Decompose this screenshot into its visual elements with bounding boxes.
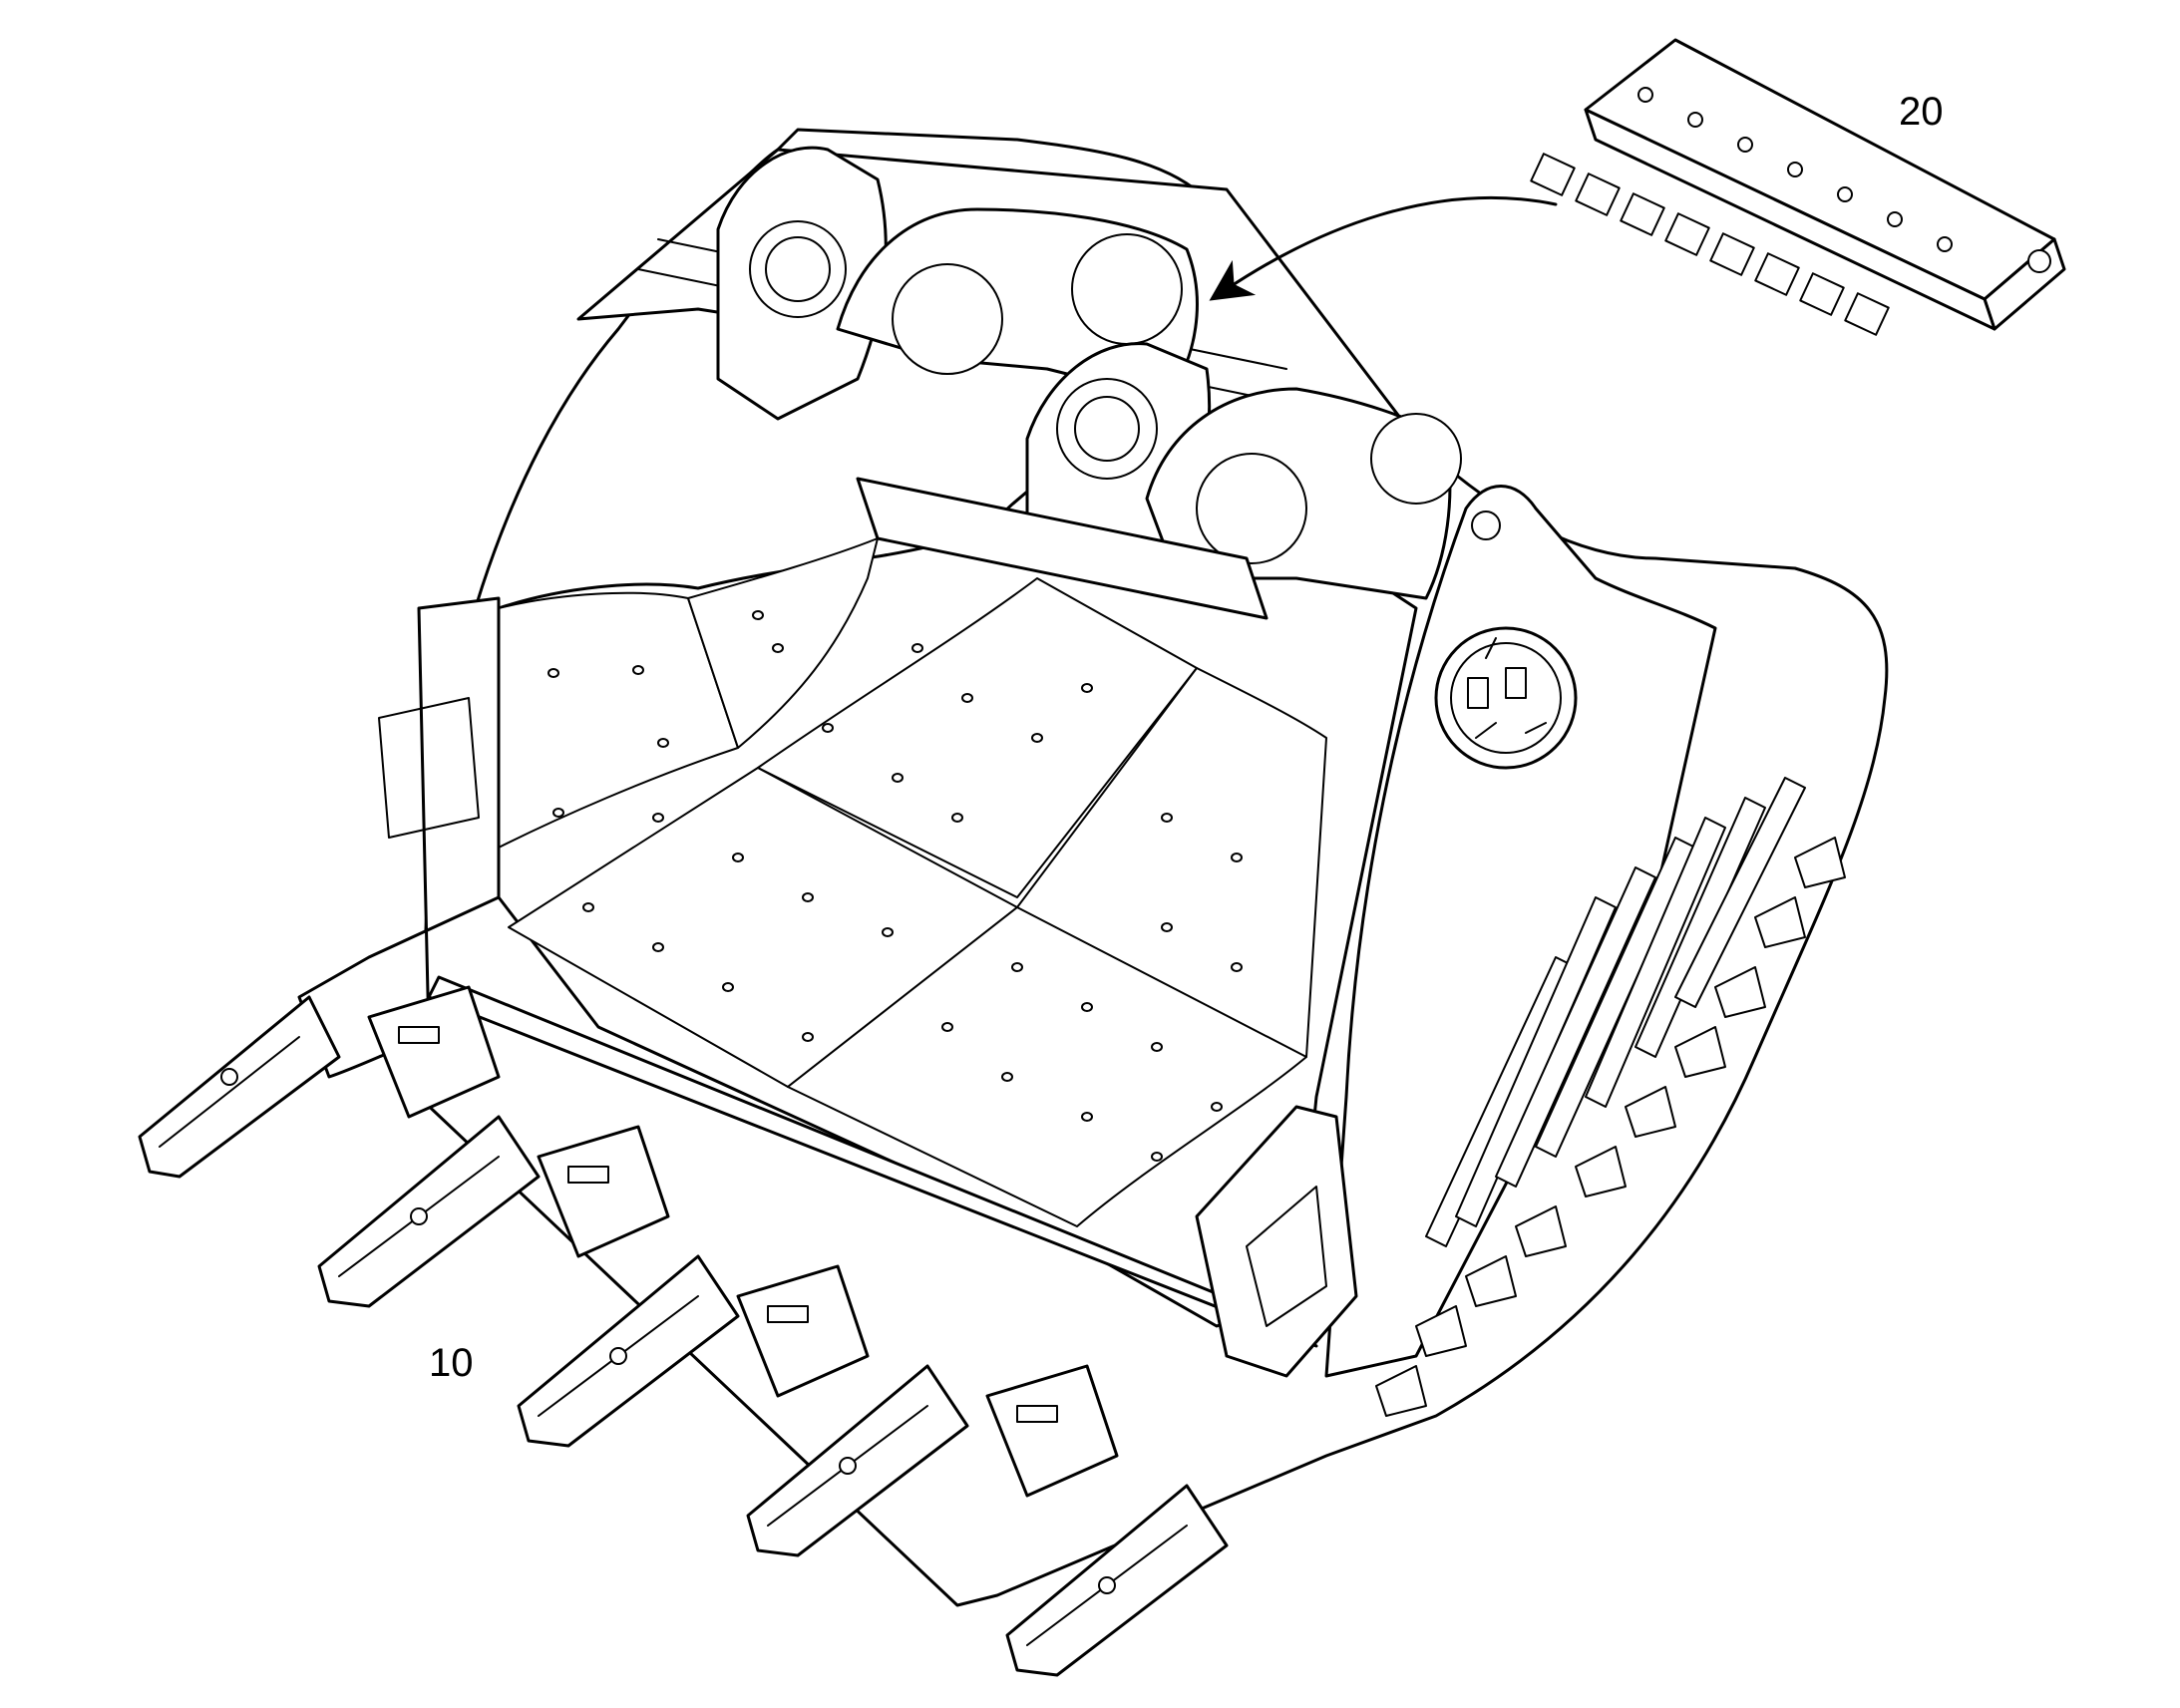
lift-eye-right: [1471, 511, 1501, 540]
excavator-bucket: [138, 128, 1889, 1677]
shroud-2: [537, 1125, 670, 1258]
floor-plate-front: [787, 906, 1307, 1227]
side-lube-cover: [1434, 626, 1578, 770]
callout-lube-manifold: 20: [1899, 90, 1944, 134]
tooth-3: [517, 1254, 740, 1448]
manifold-fittings: [1530, 153, 1890, 336]
shroud-1: [367, 985, 501, 1119]
curved-arrow-icon: [1209, 196, 1558, 301]
shroud-4: [985, 1364, 1119, 1498]
floor-plate-mid: [757, 577, 1198, 898]
tooth-5: [1005, 1484, 1229, 1677]
manifold-ports: [1637, 87, 1953, 252]
side-wear-bars: [1425, 777, 1806, 1247]
callout-bucket: 10: [429, 1341, 474, 1385]
tooth-4: [746, 1364, 969, 1557]
bucket-teeth: [138, 985, 1229, 1677]
lube-distributor-block: [1530, 38, 2066, 336]
cutting-edge-lip: [427, 975, 1318, 1348]
pin-lugs: [716, 146, 1462, 620]
side-cutter-blocks: [1375, 837, 1846, 1417]
bucket-side-plate: [1324, 485, 1717, 1378]
tooth-2: [317, 1115, 541, 1308]
right-corner-adapter: [1195, 1105, 1358, 1378]
tooth-1: [138, 995, 341, 1179]
plate-bolt-holes: [547, 610, 1243, 1162]
shroud-3: [736, 1264, 870, 1398]
